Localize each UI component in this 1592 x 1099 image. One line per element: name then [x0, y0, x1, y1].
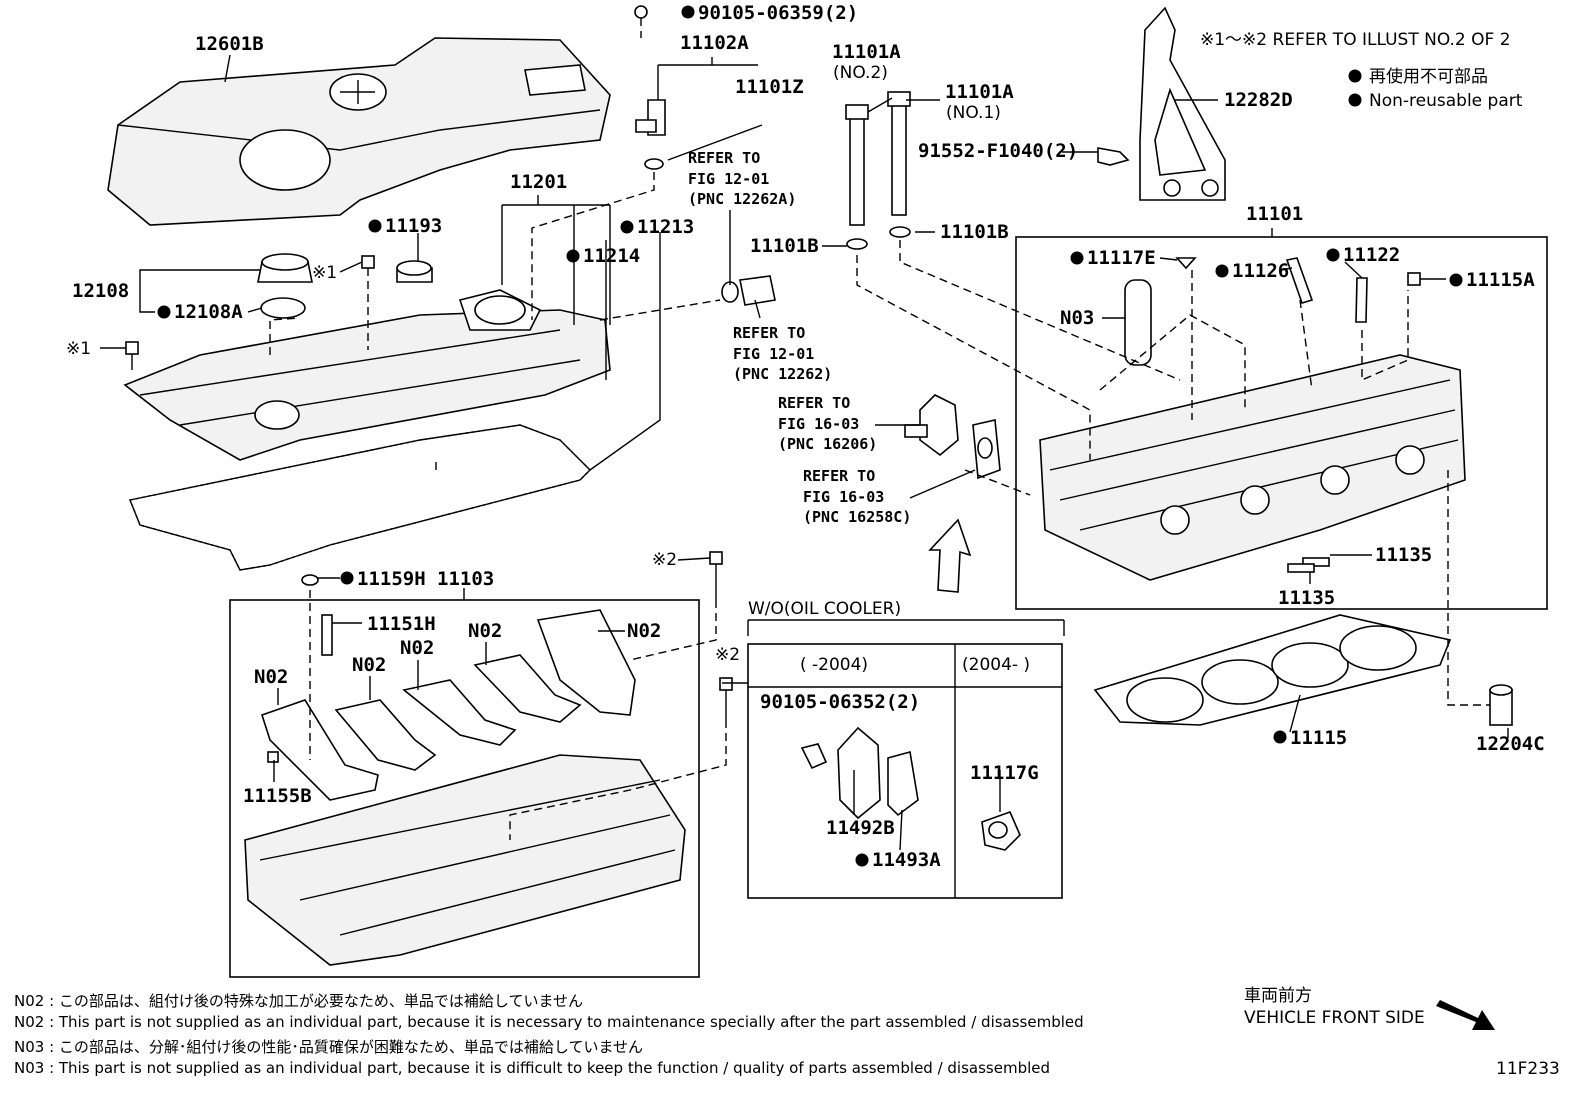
label-11201: 11201	[510, 171, 567, 193]
label-90105-06359: 90105-06359(2)	[698, 2, 858, 24]
plug	[396, 260, 433, 283]
label-11159h: 11159H	[357, 568, 426, 590]
note-n03-en: N03 : This part is not supplied as an in…	[14, 1059, 1051, 1077]
label-mark1b: ※1	[66, 339, 91, 359]
label-12601b: 12601B	[195, 33, 264, 55]
label-11117e: 11117E	[1087, 247, 1156, 269]
label-11492b: 11492B	[826, 817, 895, 839]
engine-hanger	[1097, 6, 1226, 201]
head-cover-gasket	[129, 424, 591, 571]
label-11151h: 11151H	[367, 613, 436, 635]
label-refer3-l3: (PNC 16206)	[778, 435, 877, 453]
label-front-jp: 車両前方	[1244, 986, 1312, 1006]
label-11101a-no1-sub: (NO.1)	[946, 103, 1001, 123]
labels: 12601B 90105-06359(2) 11102A 11101Z REFE…	[66, 2, 1560, 1079]
label-mark2a: ※2	[652, 550, 677, 570]
cam-sensor	[634, 5, 666, 170]
label-11193: 11193	[385, 215, 442, 237]
label-11214: 11214	[583, 245, 640, 267]
label-refer3-l1: REFER TO	[778, 394, 850, 412]
label-n03: N03	[1060, 307, 1094, 329]
label-11155b: 11155B	[243, 785, 312, 807]
label-12108a: 12108A	[174, 301, 243, 323]
dashed-lines	[269, 172, 1490, 840]
oil-cooler-ref-parts	[904, 394, 1001, 480]
label-n02-b: N02	[352, 654, 386, 676]
label-11135-b: 11135	[1278, 587, 1335, 609]
label-11115: 11115	[1290, 727, 1347, 749]
label-11101b-right: 11101B	[940, 221, 1009, 243]
label-n02-a: N02	[254, 666, 288, 688]
cylinder-head	[1039, 257, 1466, 581]
oil-cooler-table	[747, 619, 1065, 899]
label-11101b-left: 11101B	[750, 235, 819, 257]
note-n03-jp: N03 : この部品は、分解･組付け後の性能･品質確保が困難なため、単品では補給…	[14, 1038, 644, 1056]
label-refer2-l3: (PNC 12262)	[733, 365, 832, 383]
direction-arrow	[928, 518, 972, 593]
label-mark2b: ※2	[715, 645, 740, 665]
label-12108: 12108	[72, 280, 129, 302]
label-11493a: 11493A	[872, 849, 941, 871]
legend-jp: 再使用不可部品	[1369, 66, 1488, 87]
label-11101a-no2-sub: (NO.2)	[833, 63, 888, 83]
label-11103: 11103	[437, 568, 494, 590]
label-11117g: 11117G	[970, 762, 1039, 784]
label-11101a-no1: 11101A	[945, 81, 1014, 103]
label-refer4-l2: FIG 16-03	[803, 488, 884, 506]
label-refer4-l1: REFER TO	[803, 467, 875, 485]
label-11135-a: 11135	[1375, 544, 1432, 566]
legend-en: Non-reusable part	[1369, 91, 1523, 111]
cylinder-head-box	[1015, 236, 1548, 610]
label-front-en: VEHICLE FRONT SIDE	[1244, 1008, 1425, 1028]
label-11115a: 11115A	[1466, 269, 1535, 291]
head-cover	[123, 289, 611, 461]
label-11213: 11213	[637, 216, 694, 238]
label-refer4-l3: (PNC 16258C)	[803, 508, 911, 526]
label-12282d: 12282D	[1224, 89, 1293, 111]
label-91552-f1040: 91552-F1040(2)	[918, 140, 1078, 162]
label-refer1-l3: (PNC 12262A)	[688, 190, 796, 208]
head-bolts	[845, 91, 911, 250]
label-wo-oil-cooler: W/O(OIL COOLER)	[748, 599, 901, 619]
bolt-mark2	[709, 551, 733, 720]
label-refer1-l1: REFER TO	[688, 149, 760, 167]
note-n02-en: N02 : This part is not supplied as an in…	[14, 1013, 1084, 1031]
label-refer1-l2: FIG 12-01	[688, 170, 769, 188]
leader-lines	[100, 54, 1509, 851]
label-11126: 11126	[1232, 260, 1289, 282]
oil-filler-cap	[257, 253, 313, 319]
label-90105-06352: 90105-06352(2)	[760, 691, 920, 713]
label-11101z: 11101Z	[735, 76, 804, 98]
camshaft-housing	[244, 574, 686, 966]
non-reusable-markers	[157, 5, 1463, 867]
label-11101: 11101	[1246, 203, 1303, 225]
label-11122: 11122	[1343, 244, 1400, 266]
label-col-2004: (2004- )	[962, 655, 1030, 675]
label-11102a: 11102A	[680, 32, 749, 54]
label-col-pre-2004: ( -2004)	[800, 655, 868, 675]
label-refer2-l2: FIG 12-01	[733, 345, 814, 363]
head-gasket	[1093, 614, 1452, 726]
label-12204c: 12204C	[1476, 733, 1545, 755]
label-n02-e: N02	[627, 620, 661, 642]
label-n02-d: N02	[468, 620, 502, 642]
label-mark1a: ※1	[312, 263, 337, 283]
label-n02-c: N02	[400, 637, 434, 659]
dowel-12204c	[1489, 684, 1513, 726]
note-n02-jp: N02 : この部品は、組付け後の特殊な加工が必要なため、単品では補給していませ…	[14, 992, 584, 1010]
label-refer2-l1: REFER TO	[733, 324, 805, 342]
hose	[721, 275, 776, 306]
label-refer3-l2: FIG 16-03	[778, 415, 859, 433]
label-ref-note: ※1～※2 REFER TO ILLUST NO.2 OF 2	[1200, 30, 1511, 50]
label-figure-id: 11F233	[1496, 1059, 1560, 1079]
label-11101a-no2: 11101A	[832, 41, 901, 63]
vehicle-front-arrow-icon	[1436, 1000, 1495, 1030]
engine-cover	[107, 37, 611, 226]
